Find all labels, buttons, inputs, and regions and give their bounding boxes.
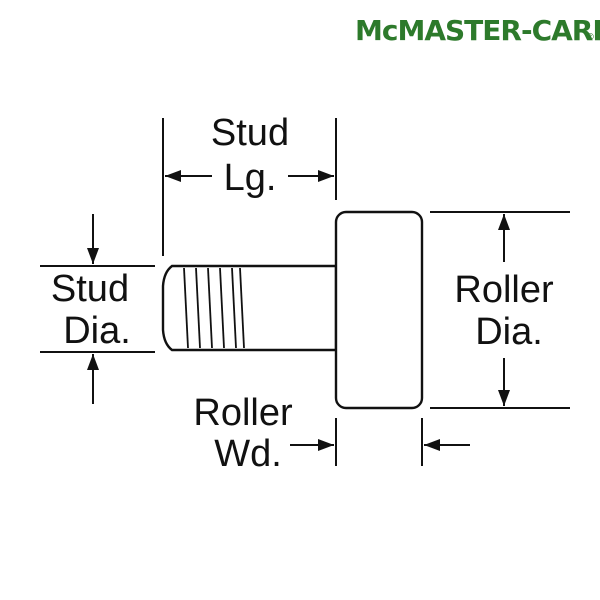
roller-diameter-label-line1: Roller bbox=[454, 269, 554, 311]
stud-length-label-line1: Stud bbox=[211, 112, 289, 154]
stud-body bbox=[161, 264, 338, 352]
thread-line bbox=[195, 267, 201, 349]
arrow-down-icon bbox=[87, 248, 99, 264]
mcmaster-carr-logo: McMASTER-CARR ® bbox=[355, 14, 600, 47]
thread-line bbox=[183, 267, 189, 349]
roller-width-label-line2: Wd. bbox=[214, 433, 282, 475]
logo-text: McMASTER-CARR bbox=[355, 14, 600, 47]
stud-length-dimension: Stud Lg. bbox=[162, 112, 337, 256]
logo-registered-mark: ® bbox=[585, 32, 595, 43]
roller-width-label-line1: Roller bbox=[193, 392, 293, 434]
roller-diameter-label-line2: Dia. bbox=[475, 311, 543, 353]
stud-diameter-label-line1: Stud bbox=[51, 268, 129, 310]
stud-diameter-label-line2: Dia. bbox=[63, 310, 131, 352]
thread-line bbox=[239, 267, 245, 349]
roller-width-dimension: Roller Wd. bbox=[193, 392, 470, 475]
arrow-up-icon bbox=[498, 214, 510, 230]
arrow-left-icon bbox=[424, 439, 440, 451]
arrow-right-icon bbox=[318, 170, 334, 182]
roller-diameter-dimension: Roller Dia. bbox=[430, 211, 570, 409]
stud-shaft bbox=[161, 264, 338, 352]
arrow-up-icon bbox=[87, 354, 99, 370]
thread-line bbox=[207, 267, 213, 349]
roller-head bbox=[334, 210, 424, 410]
thread-line bbox=[219, 267, 225, 349]
arrow-down-icon bbox=[498, 390, 510, 406]
thread-line bbox=[231, 267, 237, 349]
stud-length-label-line2: Lg. bbox=[224, 157, 277, 199]
stud-diameter-dimension: Stud Dia. bbox=[40, 214, 155, 404]
arrow-left-icon bbox=[165, 170, 181, 182]
arrow-right-icon bbox=[318, 439, 334, 451]
